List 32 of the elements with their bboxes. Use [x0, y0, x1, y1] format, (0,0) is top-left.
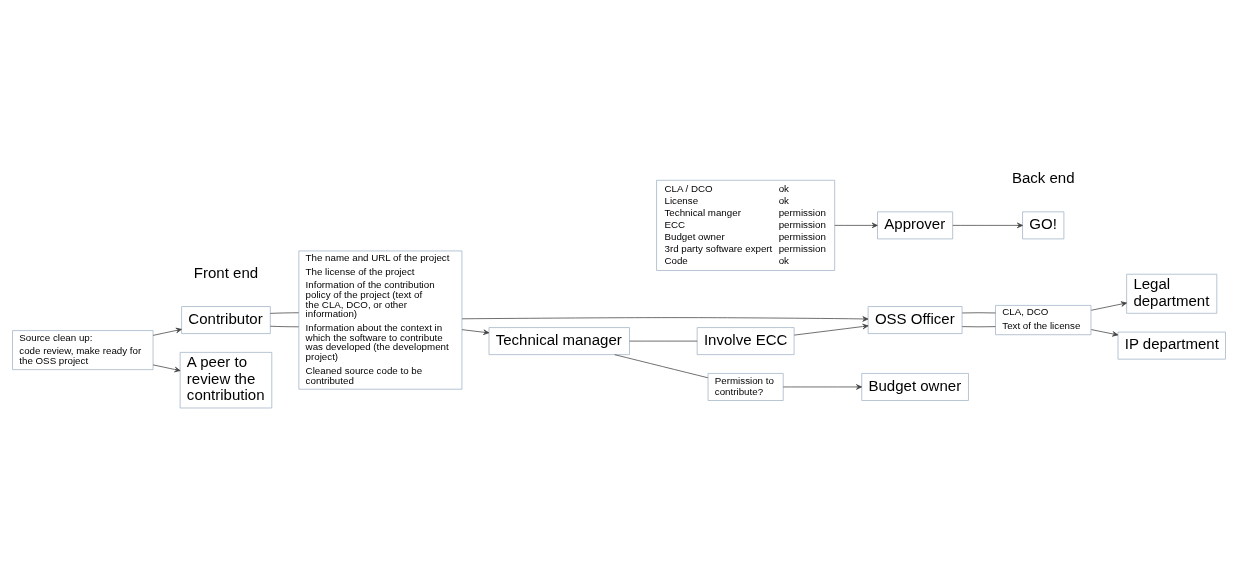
connector: [269, 325, 300, 328]
arrow: [834, 222, 878, 229]
arrow: [1090, 329, 1119, 337]
arrow: [1090, 301, 1127, 311]
node-box: Budget owner: [861, 373, 969, 401]
node-box: CLA, DCO Text of the license: [995, 305, 1092, 336]
arrow: [782, 384, 862, 390]
node-box: GO!: [1022, 211, 1065, 240]
node-box: Contributor: [181, 306, 271, 334]
arrow: [461, 329, 490, 335]
node-box: Legal department: [1126, 273, 1218, 314]
node-box: Technical manager: [488, 327, 630, 355]
node-box: The name and URL of the project The license of the project Information of the contribution policy of the project (text of the CLA, DCO, or other information) Information about the context in which the software to contribute was developed (the development project) Cleaned source code to be contributed: [298, 250, 463, 390]
arrow: [152, 327, 182, 336]
connector: [961, 312, 996, 314]
label: Front end: [193, 263, 259, 281]
node-box: Permission to contribute?: [707, 373, 784, 401]
node-box: Source clean up: code review, make ready for the OSS project: [12, 330, 154, 371]
connector: [269, 312, 300, 314]
node-box: Approver: [877, 211, 954, 240]
node-box: OSS Officer: [867, 306, 963, 334]
label: Back end: [1011, 169, 1075, 187]
node-box: Involve ECC: [696, 327, 795, 355]
arrow: [152, 364, 181, 373]
arrow: [793, 323, 869, 336]
node-box: IP department: [1117, 331, 1226, 360]
connector: [614, 354, 709, 379]
arrow: [461, 316, 869, 322]
arrow: [952, 222, 1023, 229]
node-box: A peer to review the contribution: [179, 352, 273, 409]
connector: [961, 326, 996, 328]
node-box: CLA / DCO ok License ok Technical manger permission ECC permission Budget owner permission 3rd party software expert permission Code ok: [656, 179, 836, 271]
